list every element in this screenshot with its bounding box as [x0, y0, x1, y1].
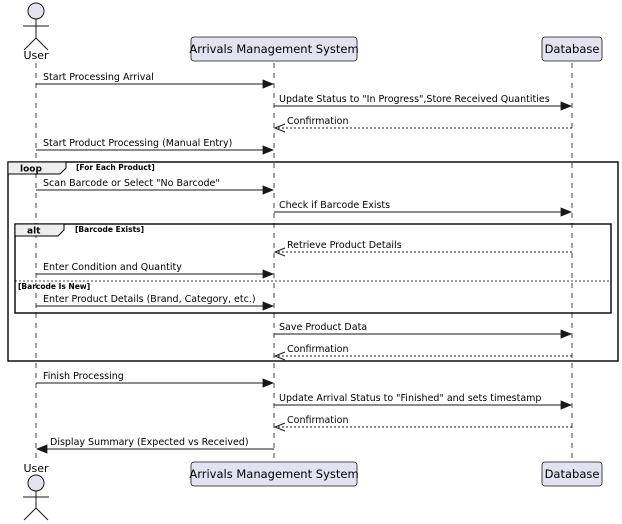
actor-user-label-bottom: User	[23, 462, 49, 475]
message-label: Save Product Data	[279, 322, 367, 333]
message: Check if Barcode Exists	[274, 200, 573, 217]
participant-system-top: Arrivals Management System	[189, 36, 359, 62]
loop-frame-tag-box	[7, 161, 67, 175]
actor-figure-icon	[23, 2, 49, 51]
message: Update Status to "In Progress",Store Rec…	[274, 94, 573, 111]
loop-frame: loop [For Each Product]	[7, 161, 619, 362]
message: Start Product Processing (Manual Entry)	[36, 138, 275, 155]
alt-frame: alt [Barcode Exists] [Barcode Is New]	[14, 223, 612, 314]
message: Update Arrival Status to "Finished" and …	[274, 393, 573, 410]
message-label: Enter Product Details (Brand, Category, …	[43, 294, 256, 305]
message: Enter Condition and Quantity	[36, 262, 275, 279]
participant-system-label-top: Arrivals Management System	[189, 42, 358, 56]
message-label: Confirmation	[287, 116, 348, 127]
message: Finish Processing	[36, 371, 275, 388]
message-label: Confirmation	[287, 415, 348, 426]
participant-database-label-top: Database	[545, 42, 600, 56]
message: Display Summary (Expected vs Received)	[35, 437, 274, 454]
participant-database-bottom: Database	[541, 461, 603, 487]
alt-frame-condition: [Barcode Exists]	[75, 225, 144, 234]
actor-user-bottom: User	[23, 462, 49, 521]
message: Scan Barcode or Select "No Barcode"	[36, 178, 275, 195]
loop-frame-condition: [For Each Product]	[76, 163, 155, 172]
message: Confirmation	[273, 415, 572, 432]
message: Confirmation	[273, 344, 572, 361]
alt-frame-tag-box	[14, 223, 65, 237]
participant-database-label-bottom: Database	[545, 467, 600, 481]
message: Save Product Data	[274, 322, 573, 339]
message-label: Start Processing Arrival	[43, 72, 154, 83]
message-label: Start Product Processing (Manual Entry)	[43, 138, 232, 149]
message-label: Update Status to "In Progress",Store Rec…	[279, 94, 550, 105]
message-label: Confirmation	[287, 344, 348, 355]
actor-figure-icon	[23, 474, 49, 521]
message-label: Finish Processing	[43, 371, 124, 382]
message-label: Scan Barcode or Select "No Barcode"	[43, 178, 220, 189]
actor-user-label-top: User	[23, 49, 49, 62]
message-label: Retrieve Product Details	[287, 240, 402, 251]
message-label: Display Summary (Expected vs Received)	[50, 437, 249, 448]
participant-system-label-bottom: Arrivals Management System	[189, 467, 358, 481]
participant-database-top: Database	[541, 36, 603, 62]
message: Retrieve Product Details	[273, 240, 572, 257]
participant-system-bottom: Arrivals Management System	[189, 461, 359, 487]
loop-frame-tag: loop	[20, 165, 42, 175]
message: Enter Product Details (Brand, Category, …	[36, 294, 275, 311]
message-label: Update Arrival Status to "Finished" and …	[279, 393, 541, 404]
messages: Start Processing Arrival Update Status t…	[35, 72, 573, 454]
message: Confirmation	[273, 116, 572, 133]
lifelines	[35, 63, 573, 462]
alt-frame-tag: alt	[27, 227, 41, 237]
alt-frame-else-condition: [Barcode Is New]	[18, 282, 90, 291]
message-label: Check if Barcode Exists	[279, 200, 390, 211]
message: Start Processing Arrival	[36, 72, 275, 89]
actor-user-top: User	[23, 2, 49, 62]
message-label: Enter Condition and Quantity	[43, 262, 182, 273]
